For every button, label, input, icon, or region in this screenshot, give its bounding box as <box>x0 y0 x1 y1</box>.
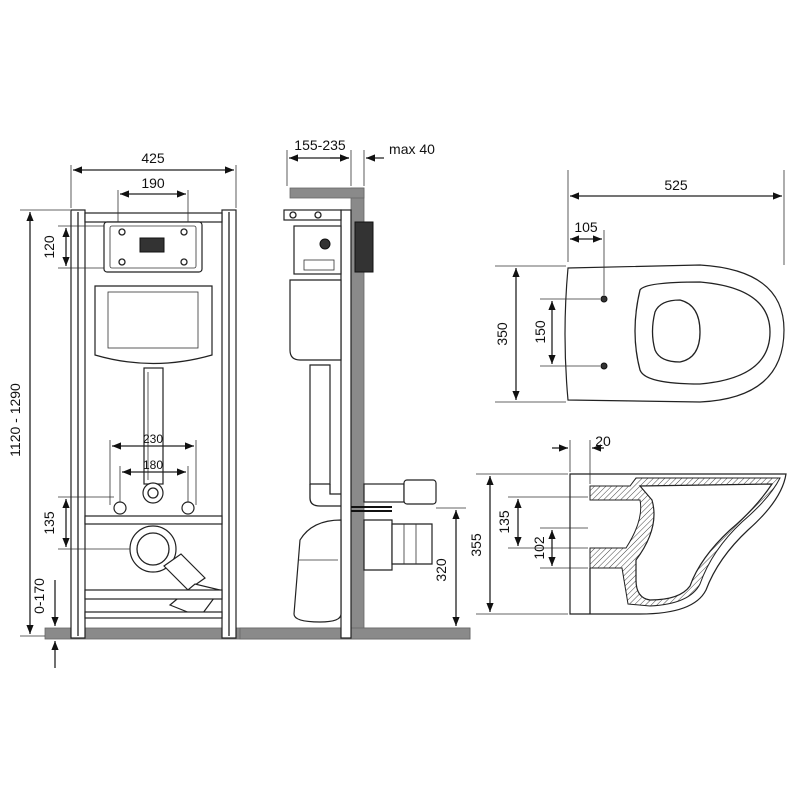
bolt-right <box>181 501 195 515</box>
dim-102: 102 <box>531 536 547 560</box>
dim-180: 180 <box>143 458 163 472</box>
dim-190: 190 <box>141 175 165 191</box>
dim-150: 150 <box>532 320 548 344</box>
flush-mech-side <box>293 225 342 275</box>
dim-355: 355 <box>468 533 484 557</box>
dim-20: 20 <box>595 433 611 449</box>
dim-135-front: 135 <box>41 511 57 535</box>
dim-425: 425 <box>141 150 165 166</box>
frame-post-side <box>340 209 352 639</box>
dim-1120-1290: 1120 - 1290 <box>7 383 23 457</box>
dim-155-235: 155-235 <box>294 137 346 153</box>
inlet-outer <box>142 482 164 504</box>
frame-top-bar <box>84 212 223 223</box>
side-view: 155-235 max 40 320 <box>239 137 471 640</box>
dim-120: 120 <box>41 235 57 259</box>
dim-230: 230 <box>143 432 163 446</box>
bowl-top-outline <box>564 264 785 403</box>
top-view: 525 105 350 150 <box>494 170 785 403</box>
cistern-side <box>289 279 342 361</box>
drain-bend-side <box>293 519 342 623</box>
bolt-left <box>113 501 127 515</box>
dim-max-40: max 40 <box>389 141 435 157</box>
bowl-section: 20 355 135 102 <box>468 433 787 615</box>
dim-135-bowl: 135 <box>496 510 512 534</box>
cistern-tank <box>94 285 213 365</box>
dim-350: 350 <box>494 322 510 346</box>
dim-320: 320 <box>433 558 449 582</box>
dim-0-170: 0-170 <box>31 578 47 614</box>
dim-105: 105 <box>574 219 598 235</box>
front-view: 425 190 120 1120 - 1290 230 180 135 0 <box>7 150 471 668</box>
floor-side <box>239 627 471 640</box>
dim-525: 525 <box>664 177 688 193</box>
bowl-top-seat <box>651 299 701 363</box>
